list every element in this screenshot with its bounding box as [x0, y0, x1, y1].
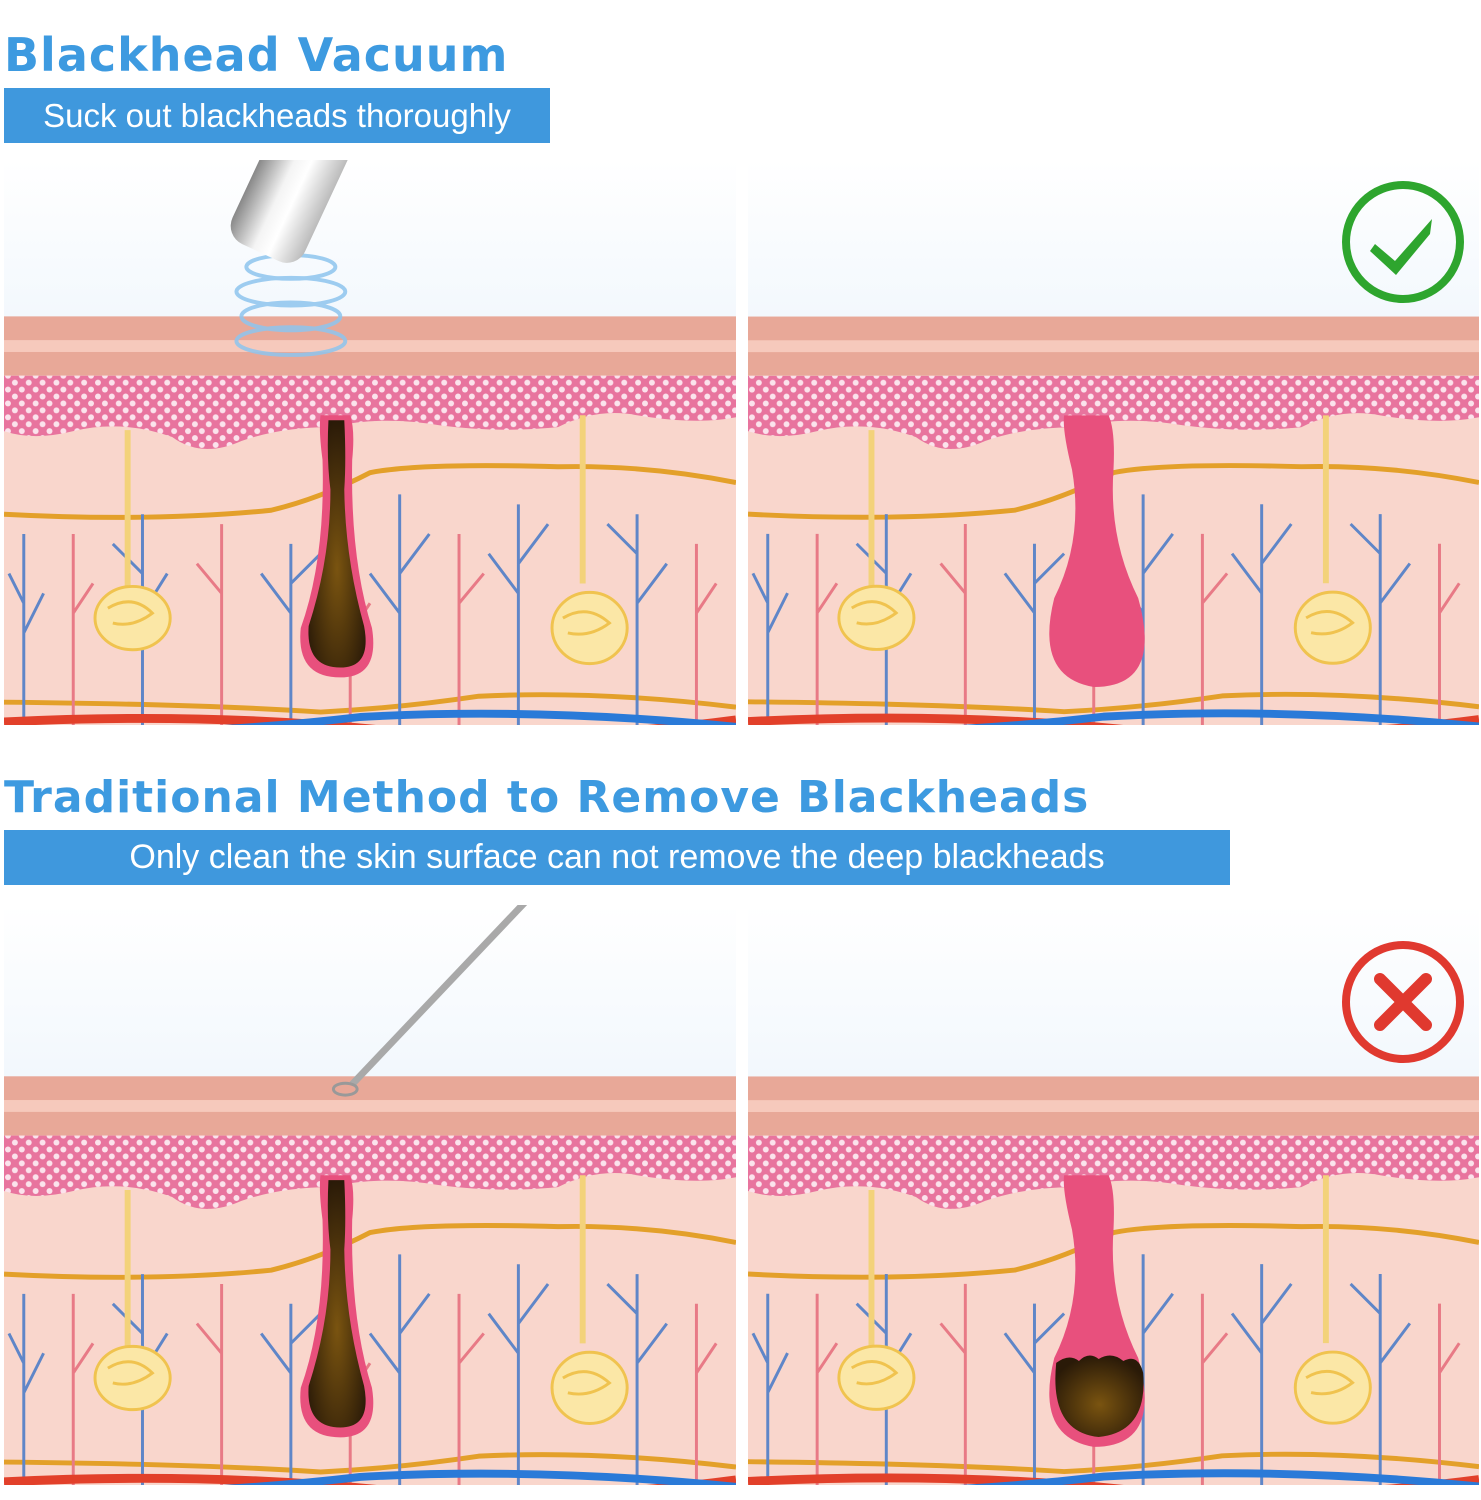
panel-vacuum-before — [4, 160, 736, 725]
x-circle-icon — [1342, 941, 1464, 1063]
section-2-subtitle: Only clean the skin surface can not remo… — [129, 838, 1105, 876]
section-1-subtitle-bar: Suck out blackheads thoroughly — [4, 88, 550, 143]
check-circle-icon — [1342, 181, 1464, 303]
section-1-subtitle: Suck out blackheads thoroughly — [43, 96, 511, 134]
panel-traditional-before — [4, 905, 736, 1485]
section-1-title: Blackhead Vacuum — [4, 28, 509, 82]
section-2-subtitle-bar: Only clean the skin surface can not remo… — [4, 830, 1230, 885]
section-2-title: Traditional Method to Remove Blackheads — [4, 772, 1090, 823]
extractor-tool-icon — [349, 905, 528, 1087]
